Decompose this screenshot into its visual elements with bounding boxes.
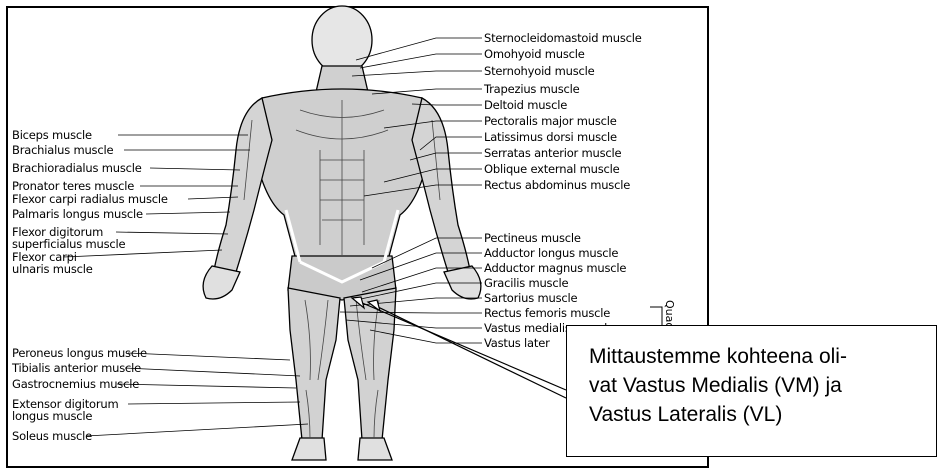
label-right-10: Rectus abdominus muscle <box>484 179 630 191</box>
label-left-8: Flexor carpi ulnaris muscle <box>12 251 93 275</box>
label-right-9: Oblique external muscle <box>484 163 620 175</box>
label-left-12: Extensor digitorum longus muscle <box>12 398 119 422</box>
quadriceps-bracket <box>650 307 662 326</box>
leader-left-9 <box>128 353 290 360</box>
label-right-14: Gracilis muscle <box>484 277 568 289</box>
label-right-18: Vastus later <box>484 337 550 349</box>
label-left-9: Peroneus longus muscle <box>12 347 147 359</box>
leader-left-7 <box>116 232 228 234</box>
leader-left-10 <box>125 368 300 376</box>
label-right-6: Pectoralis major muscle <box>484 115 617 127</box>
leader-left-13 <box>86 424 308 436</box>
label-right-8: Serratas anterior muscle <box>484 147 621 159</box>
label-left-1: Biceps muscle <box>12 129 92 141</box>
label-left-11: Gastrocnemius muscle <box>12 378 139 390</box>
label-right-12: Adductor longus muscle <box>484 247 618 259</box>
leader-left-3 <box>150 168 240 170</box>
label-left-4: Pronator teres muscle <box>12 180 134 192</box>
label-right-13: Adductor magnus muscle <box>484 262 626 274</box>
callout-box: Mittaustemme kohteena oli- vat Vastus Me… <box>566 325 937 457</box>
label-left-2: Brachialus muscle <box>12 144 113 156</box>
label-left-10: Tibialis anterior muscle <box>12 362 141 374</box>
label-left-13: Soleus muscle <box>12 430 92 442</box>
leader-right-2 <box>360 54 482 68</box>
label-right-11: Pectineus muscle <box>484 232 581 244</box>
leader-right-1 <box>356 38 482 60</box>
label-right-5: Deltoid muscle <box>484 99 567 111</box>
label-left-7: Flexor digitorum superficialus muscle <box>12 226 125 250</box>
label-left-6: Palmaris longus muscle <box>12 208 143 220</box>
label-right-3: Sternohyoid muscle <box>484 65 595 77</box>
label-right-16: Rectus femoris muscle <box>484 307 610 319</box>
label-right-7: Latissimus dorsi muscle <box>484 131 617 143</box>
callout-text: Mittaustemme kohteena oli- vat Vastus Me… <box>589 342 936 429</box>
label-left-3: Brachioradialus muscle <box>12 162 142 174</box>
label-right-2: Omohyoid muscle <box>484 48 585 60</box>
leader-left-6 <box>146 212 230 214</box>
leader-right-3 <box>352 71 482 76</box>
leader-left-12 <box>128 402 300 404</box>
label-right-1: Sternocleidomastoid muscle <box>484 32 642 44</box>
leader-left-11 <box>117 384 296 388</box>
label-right-4: Trapezius muscle <box>484 83 580 95</box>
label-left-5: Flexor carpi radialus muscle <box>12 193 168 205</box>
label-right-15: Sartorius muscle <box>484 292 577 304</box>
